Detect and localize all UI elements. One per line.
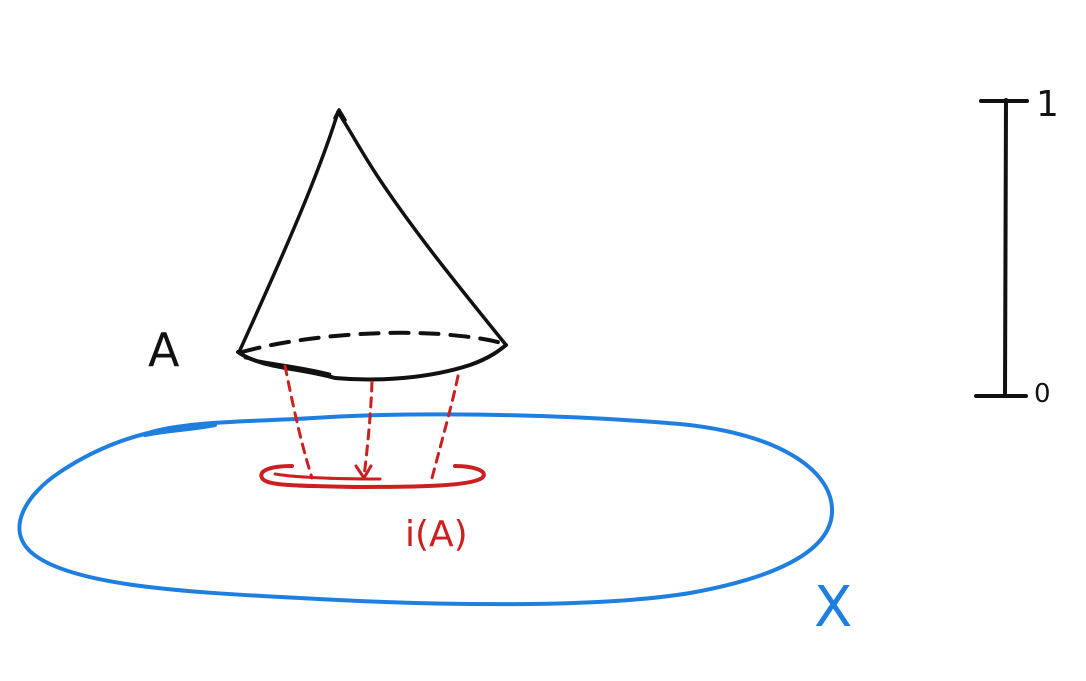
embedding-arrow-middle-head <box>354 464 373 480</box>
cone-base-back-dashed <box>240 330 508 354</box>
image-i-a-inner <box>273 472 382 481</box>
space-x-outline <box>17 412 835 607</box>
space-label: X <box>814 575 852 640</box>
image-i-a-outline <box>259 464 486 489</box>
cone-label: A <box>148 323 180 377</box>
embedding-arrow-left <box>283 364 314 480</box>
interval-line <box>1003 98 1008 398</box>
cone-base-front <box>236 343 508 382</box>
interval-bottom-label: 0 <box>1034 379 1051 409</box>
embedding-arrow-middle <box>362 380 374 478</box>
embedding-arrows <box>283 364 460 480</box>
unit-interval: 1 0 <box>974 84 1059 409</box>
interval-top-label: 1 <box>1036 84 1059 125</box>
cone-a <box>236 108 508 382</box>
cone-apex <box>333 108 347 122</box>
cone-right-edge <box>336 110 508 347</box>
space-x-overlap-stroke <box>143 423 217 437</box>
embedding-arrow-right <box>430 374 460 480</box>
image-label: i(A) <box>405 514 468 555</box>
cone-left-edge <box>238 110 340 352</box>
